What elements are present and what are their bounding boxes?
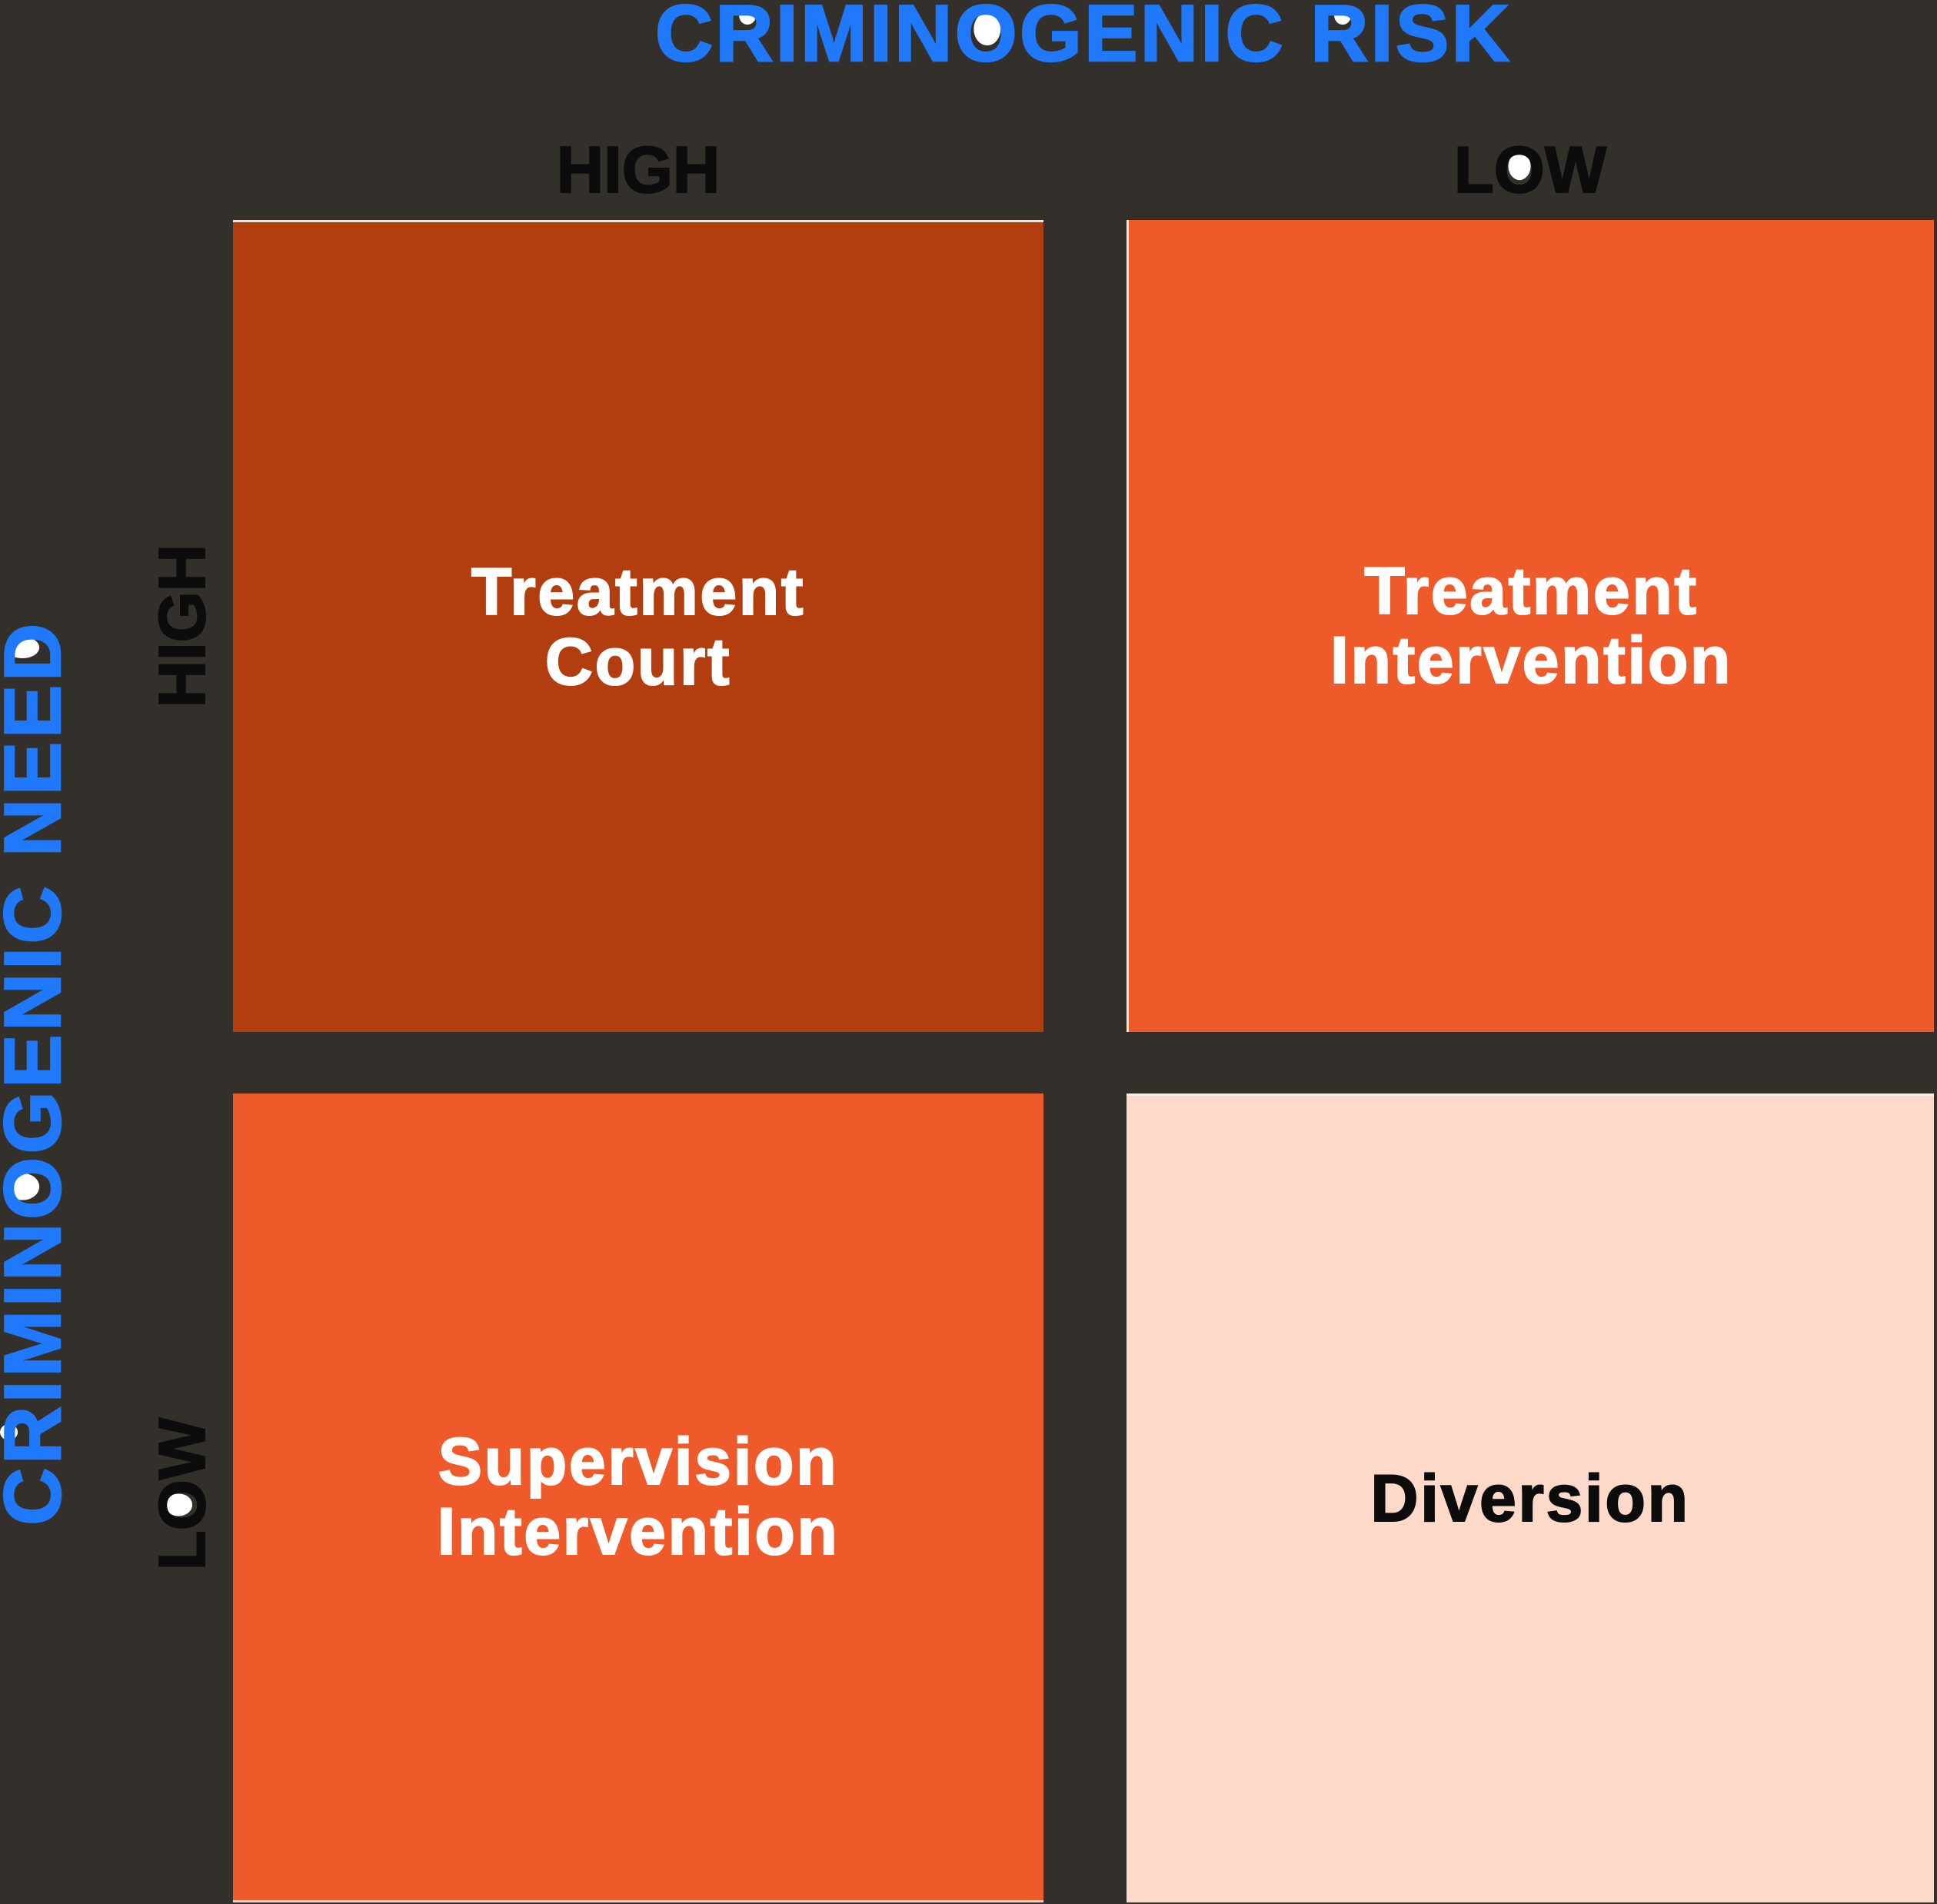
quadrant-diversion: Diversion: [1127, 1093, 1934, 1902]
x-axis-tick-high: HIGH: [556, 134, 721, 207]
x-axis-tick-low: LOW: [1453, 134, 1607, 207]
y-axis-title: CRIMINOGENIC NEED: [0, 573, 79, 1573]
quadrant-label: Diversion: [1370, 1462, 1690, 1536]
x-axis-title: CRIMINOGENIC RISK: [233, 0, 1934, 75]
